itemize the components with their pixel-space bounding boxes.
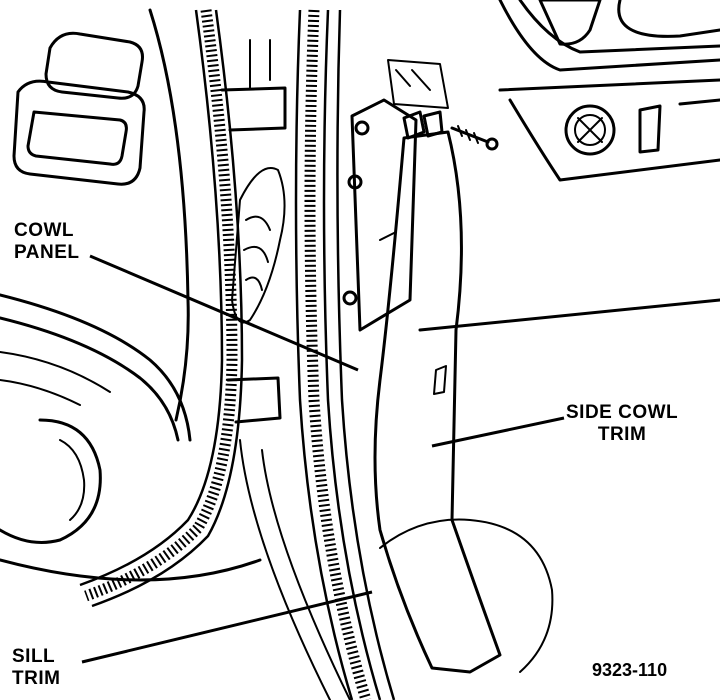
dashboard xyxy=(418,0,720,332)
side-cowl-trim-part xyxy=(373,130,554,674)
door-panel-edge xyxy=(148,8,190,422)
side-cowl-trim-label-line2: TRIM xyxy=(597,424,647,445)
sill-trim-label-line2: TRIM xyxy=(12,668,61,689)
sill-trim-label-line1: SILL xyxy=(12,646,56,667)
cowl-panel-label: COWL PANEL xyxy=(14,220,79,264)
side-cowl-trim-label-line1: SIDE COWL xyxy=(566,402,679,423)
sill-trim-label: SILL TRIM xyxy=(12,646,60,690)
cowl-panel-body xyxy=(342,59,449,332)
side-cowl-trim-leader xyxy=(431,416,565,448)
door-handle-recess xyxy=(12,31,146,186)
cowl-panel-label-line1: COWL xyxy=(14,220,75,241)
cowl-panel-label-line2: PANEL xyxy=(14,242,80,263)
sill-trim-leader xyxy=(81,590,373,664)
cowl-panel-leader xyxy=(89,254,359,372)
side-cowl-trim-label: SIDE COWL TRIM xyxy=(566,402,678,446)
door-lower-panel xyxy=(0,293,262,582)
sill-trim-part xyxy=(239,439,351,700)
leader-lines xyxy=(81,254,565,664)
screw xyxy=(450,125,499,151)
door-seal-left xyxy=(79,9,244,608)
figure-number: 9323-110 xyxy=(592,660,668,680)
pillar-seal xyxy=(294,9,396,700)
